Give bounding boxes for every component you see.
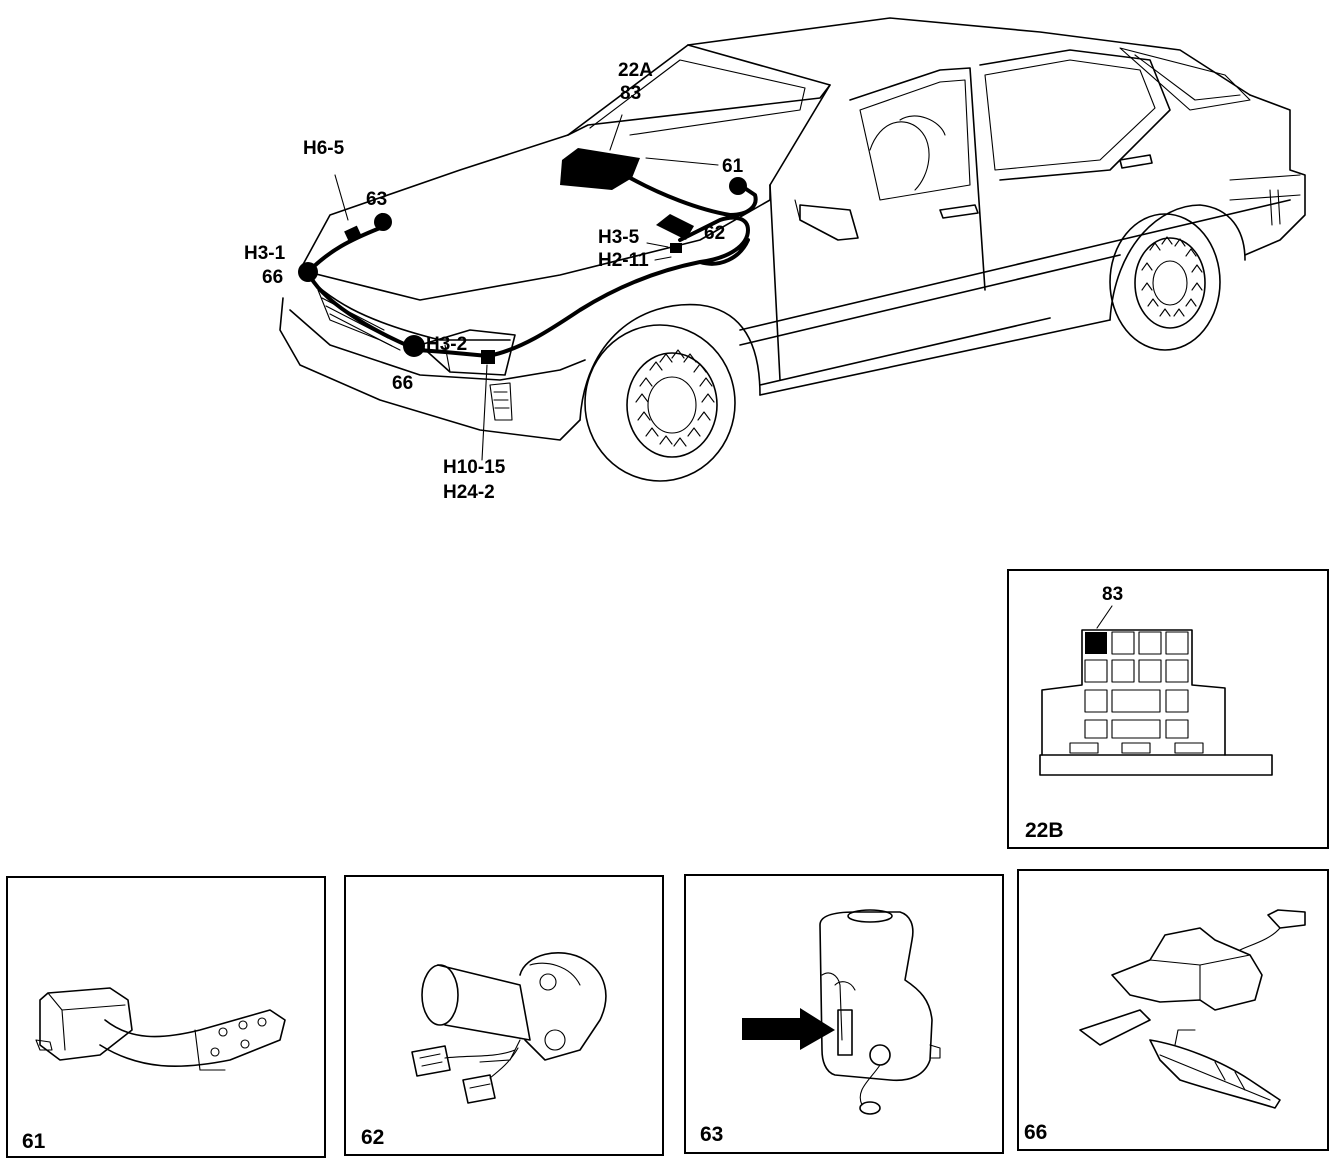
headlamp-wiper-drawing [1079,909,1306,1109]
connector-h3-1 [298,262,318,282]
wiring-harness [306,173,758,358]
label-22a: 22A [618,60,653,81]
panel-63: 63 [684,874,1004,1154]
front-wheel-pattern [635,349,715,447]
relay-83 [1085,632,1107,654]
panel-61: 61 [6,876,326,1158]
stalk-switch-drawing [35,987,286,1071]
washer-reservoir-drawing [742,909,941,1115]
panel-61-label: 61 [22,1130,46,1153]
label-63: 63 [366,189,387,210]
car-illustration: 22A 83 61 H6-5 63 H3-1 66 H3-5 62 H2-11 … [244,17,1306,503]
relay-box-body [1039,629,1273,776]
washer-motor-63 [374,213,392,231]
panel-66: 66 [1017,869,1329,1151]
panel-22b-callout-83: 83 [1102,584,1123,605]
label-66-top: 66 [262,267,283,288]
panel-22b: 83 22B [1007,569,1329,849]
label-h3-5: H3-5 [598,227,640,248]
wiper-motor-62 [656,214,694,240]
connector-h3-5 [670,243,682,253]
connector-h3-2 [403,335,425,357]
label-h6-5: H6-5 [303,138,345,159]
label-h10-15: H10-15 [443,457,506,478]
connector-h10-15 [481,350,495,364]
stalk-switch-61 [729,177,747,195]
control-unit-22a [560,148,640,190]
label-62: 62 [704,223,725,244]
connector-h6-5 [344,225,362,243]
label-61: 61 [722,156,744,177]
label-83: 83 [620,83,641,104]
rear-wheel-pattern [1141,236,1203,317]
arrow-pointer [742,1008,835,1050]
panel-66-label: 66 [1024,1121,1047,1144]
label-h24-2: H24-2 [443,482,495,503]
panel-62: 62 [344,875,664,1156]
panel-22b-label: 22B [1025,819,1064,842]
panel-62-label: 62 [361,1126,384,1149]
wiper-motor-drawing [411,952,607,1104]
label-66-bottom: 66 [392,373,413,394]
label-h3-2: H3-2 [426,334,467,355]
label-h2-11: H2-11 [598,250,649,271]
label-h3-1: H3-1 [244,243,286,264]
panel-63-label: 63 [700,1123,723,1146]
